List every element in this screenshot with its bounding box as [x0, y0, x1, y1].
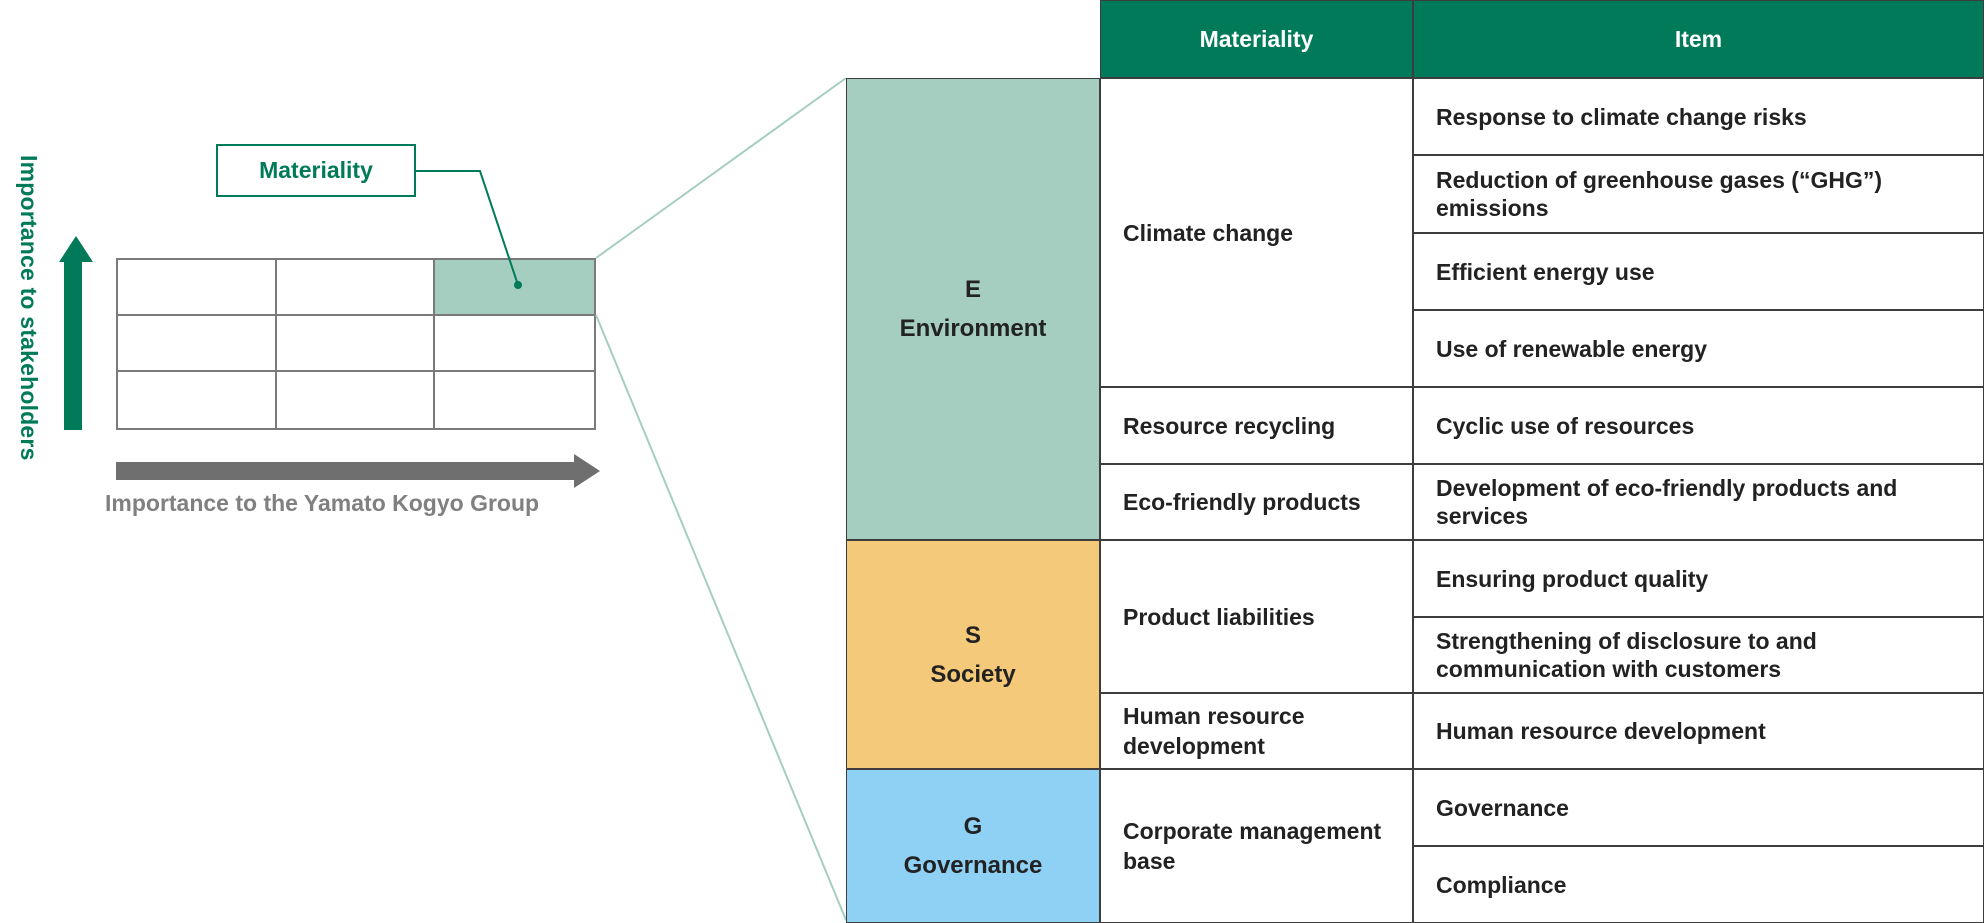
matrix-cell-highlighted: [435, 260, 594, 316]
x-axis-arrow: [116, 462, 576, 480]
materiality-table: Materiality Item E Environment S Society…: [846, 0, 1984, 923]
category-letter: S: [964, 621, 981, 649]
item-cell: Reduction of greenhouse gases (“GHG”) em…: [1413, 155, 1984, 233]
matrix-cell: [118, 372, 277, 428]
matrix-cell: [435, 316, 594, 372]
matrix-cell: [435, 372, 594, 428]
y-axis-label: Importance to stakeholders: [16, 155, 42, 461]
item-cell: Efficient energy use: [1413, 233, 1984, 310]
x-axis-label: Importance to the Yamato Kogyo Group: [105, 490, 540, 516]
materiality-cell: Corporate management base: [1100, 769, 1413, 923]
materiality-cell: Climate change: [1100, 78, 1413, 387]
category-name: Environment: [899, 315, 1047, 342]
category-name: Society: [930, 660, 1016, 688]
header-item: Item: [1413, 0, 1984, 78]
zoom-line-top: [595, 77, 847, 259]
category-name: Governance: [903, 852, 1043, 879]
category-governance: G Governance: [846, 769, 1100, 923]
item-cell: Cyclic use of resources: [1413, 387, 1984, 464]
item-cell: Governance: [1413, 769, 1984, 846]
item-cell: Strengthening of disclosure to and commu…: [1413, 617, 1984, 693]
y-axis-arrowhead-icon: [59, 236, 93, 262]
item-cell: Response to climate change risks: [1413, 78, 1984, 155]
item-cell: Use of renewable energy: [1413, 310, 1984, 387]
matrix-cell: [276, 372, 436, 428]
materiality-callout: Materiality: [216, 144, 416, 197]
materiality-cell: Eco-friendly products: [1100, 464, 1413, 540]
x-axis-arrowhead-icon: [574, 454, 600, 488]
category-letter: E: [964, 276, 981, 303]
materiality-cell: Human resource development: [1100, 693, 1413, 769]
category-letter: G: [963, 813, 983, 840]
materiality-matrix: [116, 258, 596, 430]
item-cell: Development of eco-friendly products and…: [1413, 464, 1984, 540]
materiality-cell: Resource recycling: [1100, 387, 1413, 464]
category-society: S Society: [846, 540, 1100, 769]
matrix-cell: [118, 316, 277, 372]
matrix-cell: [276, 316, 436, 372]
y-axis-arrow: [64, 260, 82, 430]
category-environment: E Environment: [846, 78, 1100, 540]
header-materiality: Materiality: [1100, 0, 1413, 78]
item-cell: Human resource development: [1413, 693, 1984, 769]
matrix-cell: [118, 260, 277, 316]
item-cell: Compliance: [1413, 846, 1984, 923]
zoom-line-bottom: [595, 314, 847, 921]
item-cell: Ensuring product quality: [1413, 540, 1984, 617]
materiality-cell: Product liabilities: [1100, 540, 1413, 693]
matrix-cell: [276, 260, 436, 316]
